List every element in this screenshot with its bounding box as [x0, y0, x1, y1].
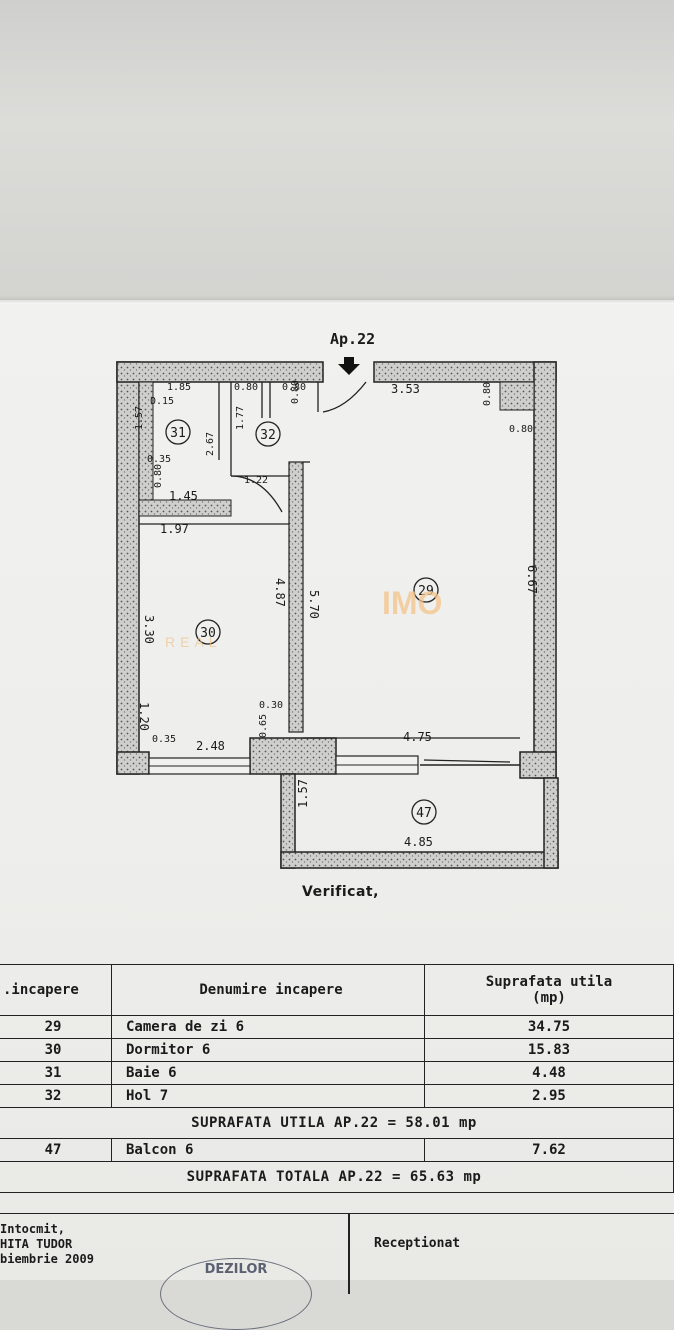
- room-number: 29: [418, 584, 434, 599]
- dim-label: 0.80: [482, 382, 493, 406]
- room-number: 30: [200, 626, 216, 641]
- table-header: .incapere Denumire incapere Suprafata ut…: [0, 964, 674, 1016]
- dim-label: 0.65: [258, 714, 269, 738]
- watermark-logo: IMO: [382, 585, 442, 621]
- room-circle: [165, 419, 191, 445]
- room-number: 31: [170, 426, 186, 441]
- dimension-labels: 1.85 0.80 0.80 0.80 3.53 0.80 0.80 0.15 …: [134, 380, 539, 849]
- dim-label: 1.77: [235, 406, 246, 430]
- verified-label: Verificat,: [302, 884, 379, 900]
- room-markers: 31 32 29 30 47: [165, 419, 439, 825]
- cell-name: Camera de zi 6: [111, 1015, 425, 1039]
- signature-footer: Intocmit, HITA TUDOR biembrie 2009 Recep…: [0, 1213, 674, 1294]
- dim-label: 0.35: [147, 454, 171, 465]
- cell-area: 34.75: [424, 1015, 674, 1039]
- room-circle: [195, 619, 221, 645]
- cell-area: 2.95: [424, 1084, 674, 1108]
- dim-label: 1.22: [244, 475, 268, 486]
- prepared-name: HITA TUDOR: [0, 1237, 73, 1251]
- table-row: 30 Dormitor 6 15.83: [0, 1038, 674, 1062]
- dim-label: 4.85: [404, 835, 433, 849]
- table-row: 32 Hol 7 2.95: [0, 1084, 674, 1108]
- dim-label: 0.80: [282, 382, 306, 393]
- cell-area: 15.83: [424, 1038, 674, 1062]
- dim-label: 4.75: [403, 730, 432, 744]
- prepared-date: biembrie 2009: [0, 1252, 94, 1266]
- cell-name: Baie 6: [111, 1061, 425, 1085]
- dim-label: 3.53: [391, 382, 420, 396]
- cell-nr: 30: [0, 1038, 112, 1062]
- col-header-nr: .incapere: [0, 964, 112, 1016]
- prepared-by: Intocmit, HITA TUDOR biembrie 2009: [0, 1222, 94, 1267]
- floor-plan: Ap.22 1.85 0.80 0.80 0.80 3.53 0.80 0.80…: [116, 330, 559, 869]
- dim-label: 0.35: [152, 734, 176, 745]
- dim-label: 0.80: [509, 424, 533, 435]
- cell-nr: 29: [0, 1015, 112, 1039]
- dim-label: 2.67: [205, 432, 216, 456]
- apartment-label: Ap.22: [330, 330, 375, 348]
- room-number: 47: [416, 806, 432, 821]
- dim-label: 0.80: [153, 464, 164, 488]
- room-number: 32: [260, 428, 276, 443]
- cell-name: Hol 7: [111, 1084, 425, 1108]
- dim-label: 1.57: [134, 406, 145, 430]
- cell-nr: 31: [0, 1061, 112, 1085]
- table-row: 29 Camera de zi 6 34.75: [0, 1015, 674, 1039]
- col-header-name: Denumire incapere: [111, 964, 425, 1016]
- cell-nr: 32: [0, 1084, 112, 1108]
- total-text: SUPRAFATA TOTALA AP.22 = 65.63 mp: [0, 1161, 674, 1193]
- subtotal-row: SUPRAFATA UTILA AP.22 = 58.01 mp: [0, 1107, 674, 1139]
- dim-label: 0.80: [234, 382, 258, 393]
- dim-label: 6.67: [525, 565, 539, 594]
- subtotal-text: SUPRAFATA UTILA AP.22 = 58.01 mp: [0, 1107, 674, 1139]
- dim-label: 0.15: [150, 396, 174, 407]
- cell-nr: 47: [0, 1138, 112, 1162]
- cell-name: Balcon 6: [111, 1138, 425, 1162]
- room-circle: [411, 799, 437, 825]
- dim-label: 1.20: [137, 702, 151, 731]
- cell-area: 4.48: [424, 1061, 674, 1085]
- footer-divider: [348, 1214, 350, 1294]
- dim-label: 3.30: [142, 615, 156, 644]
- room-circle: [255, 421, 281, 447]
- dim-label: 0.80: [290, 380, 301, 404]
- room-circle: [413, 577, 439, 603]
- cell-name: Dormitor 6: [111, 1038, 425, 1062]
- total-row: SUPRAFATA TOTALA AP.22 = 65.63 mp: [0, 1161, 674, 1193]
- dim-label: 0.30: [259, 700, 283, 711]
- sheet-edge: [0, 296, 674, 304]
- stamp-text: DEZILOR: [204, 1262, 268, 1277]
- interior-lines: [139, 381, 520, 763]
- dim-label: 1.45: [169, 489, 198, 503]
- dim-label: 5.70: [307, 590, 321, 619]
- watermark-sub: REAL: [165, 634, 222, 650]
- rooms-table: .incapere Denumire incapere Suprafata ut…: [0, 964, 674, 1193]
- dim-label: 1.97: [160, 522, 189, 536]
- dim-label: 1.57: [296, 779, 310, 808]
- col-header-area: Suprafata utila (mp): [424, 964, 674, 1016]
- walls: [116, 361, 559, 869]
- received-label: Receptionat: [374, 1236, 461, 1251]
- dim-label: 4.87: [273, 578, 287, 607]
- table-row: 31 Baie 6 4.48: [0, 1061, 674, 1085]
- table-row: 47 Balcon 6 7.62: [0, 1138, 674, 1162]
- dim-label: 1.85: [167, 382, 191, 393]
- prepared-label: Intocmit,: [0, 1222, 66, 1236]
- official-stamp: DEZILOR: [160, 1258, 312, 1330]
- photo-background: [0, 0, 674, 300]
- entrance-arrow-icon: [338, 357, 360, 375]
- dim-label: 2.48: [196, 739, 225, 753]
- cell-area: 7.62: [424, 1138, 674, 1162]
